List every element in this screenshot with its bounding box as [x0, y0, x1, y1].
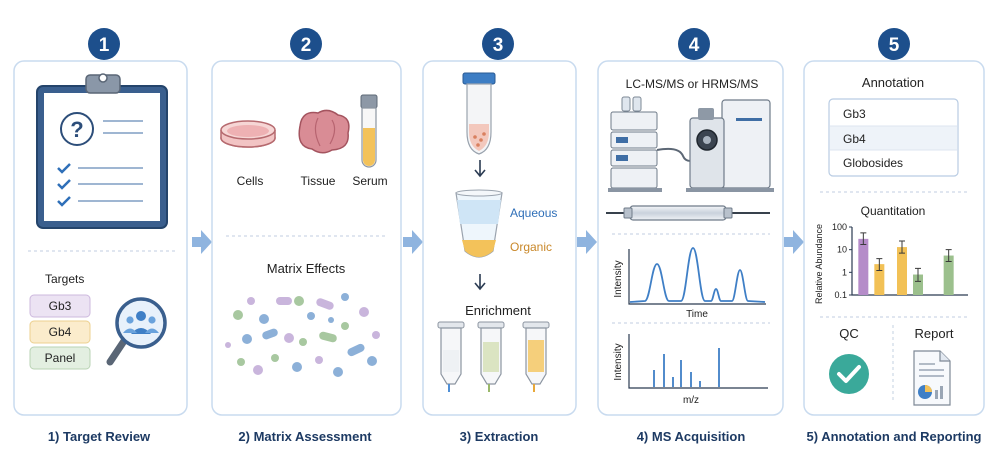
target-chip-label: Panel — [45, 351, 76, 365]
question-icon — [60, 112, 94, 146]
list-item: Gb3 — [843, 107, 866, 121]
sample-label: Serum — [352, 174, 387, 188]
chart-bar — [943, 255, 954, 295]
step-number: 1 — [99, 35, 110, 56]
instrument-title: LC-MS/MS or HRMS/MS — [626, 77, 759, 91]
step-4: 4 LC-MS/MS or HRMS/MS — [597, 28, 784, 444]
sample-tube-icon — [462, 72, 496, 155]
qc-check-icon — [829, 354, 869, 394]
quant-title: Quantitation — [861, 204, 926, 218]
chart-bar — [913, 274, 923, 295]
list-item: Globosides — [843, 156, 903, 170]
chromatogram-trace — [629, 247, 766, 303]
target-chip — [29, 294, 91, 318]
spe-cartridge-icon — [437, 321, 465, 392]
axes — [628, 334, 768, 389]
serum-tube-icon — [360, 94, 378, 168]
step-number: 2 — [301, 35, 312, 56]
error-bar — [915, 267, 921, 282]
lc-system-icon — [608, 96, 662, 192]
report-label: Report — [914, 326, 953, 341]
chart-ylabel: Relative Abundance — [814, 224, 824, 304]
y-tick-label: 10 — [837, 245, 847, 255]
step-number: 4 — [689, 35, 700, 56]
question-mark: ? — [70, 117, 83, 142]
target-chip-label: Gb3 — [49, 299, 72, 313]
clipboard-icon: ? — [36, 73, 168, 229]
target-chip-label: Gb4 — [49, 325, 72, 339]
y-tick-label: 100 — [832, 222, 847, 232]
aqueous-label: Aqueous — [510, 206, 557, 220]
y-tick-label: 0.1 — [834, 290, 847, 300]
error-bar — [945, 249, 952, 263]
lc-column-icon — [606, 205, 770, 221]
mass-spectrometer-icon — [686, 99, 774, 192]
step-badge — [88, 28, 120, 60]
axis-xlabel: m/z — [683, 395, 699, 406]
step-badge — [678, 28, 710, 60]
phase-separation-tube-icon — [455, 189, 503, 258]
tissue-icon — [298, 109, 350, 154]
step-badge — [878, 28, 910, 60]
step-caption: 3) Extraction — [460, 429, 539, 444]
target-chip — [29, 320, 91, 344]
matrix-particles — [225, 293, 380, 377]
chart-bar — [897, 247, 907, 295]
magnifier-people-icon — [106, 297, 167, 366]
check-icon — [57, 163, 71, 174]
enrichment-title: Enrichment — [465, 303, 531, 318]
list-item: Gb4 — [843, 132, 866, 146]
step-3: 3 Aqueous Organic Enrichment — [422, 28, 577, 444]
quantitation-chart: Relative Abundance 100 10 1 0.1 — [814, 222, 968, 304]
qc-label: QC — [839, 326, 859, 341]
spe-cartridge-icon — [477, 321, 505, 392]
step-badge — [290, 28, 322, 60]
down-arrow-icon — [474, 160, 486, 178]
step-caption: 5) Annotation and Reporting — [807, 429, 982, 444]
step-caption: 1) Target Review — [48, 429, 151, 444]
check-icon — [57, 196, 71, 207]
flow-arrow — [192, 230, 212, 254]
step-caption: 2) Matrix Assessment — [238, 429, 372, 444]
mass-spectrum: Intensity m/z — [613, 334, 768, 406]
organic-label: Organic — [510, 240, 552, 254]
step-number: 3 — [493, 35, 504, 56]
axis-ylabel: Intensity — [613, 260, 624, 297]
down-arrow-icon — [474, 274, 486, 291]
check-icon — [57, 179, 71, 190]
target-chip — [29, 346, 91, 370]
axes — [628, 249, 766, 305]
annotation-title: Annotation — [862, 75, 924, 90]
annotation-list: Gb3 Gb4 Globosides — [828, 98, 959, 177]
sample-label: Tissue — [301, 174, 336, 188]
list-item-bg — [830, 126, 957, 150]
axis-ylabel: Intensity — [613, 343, 624, 380]
petri-dish-icon — [220, 120, 276, 148]
step-caption: 4) MS Acquisition — [637, 429, 746, 444]
error-bar — [899, 240, 905, 254]
step-badge — [482, 28, 514, 60]
chart-bar — [874, 264, 885, 295]
matrix-title: Matrix Effects — [267, 261, 346, 276]
step-5: 5 Annotation Gb3 Gb4 Globosides Quantita… — [803, 28, 985, 444]
step-number: 5 — [889, 35, 900, 56]
flow-arrow — [577, 230, 597, 254]
flow-arrow — [403, 230, 423, 254]
axis-xlabel: Time — [686, 309, 708, 320]
sample-label: Cells — [237, 174, 264, 188]
error-bar — [876, 258, 883, 272]
flow-arrow — [784, 230, 804, 254]
error-bar — [860, 232, 867, 245]
panel — [211, 60, 402, 416]
step-2: 2 Cells Tissue Serum Matrix Effects — [211, 28, 402, 444]
report-document-icon — [913, 350, 951, 406]
y-tick-label: 1 — [842, 267, 847, 277]
chromatogram: Intensity Time — [613, 247, 766, 320]
targets-title: Targets — [45, 272, 84, 286]
chart-bar — [858, 238, 869, 295]
spe-cartridge-icon — [522, 321, 550, 392]
